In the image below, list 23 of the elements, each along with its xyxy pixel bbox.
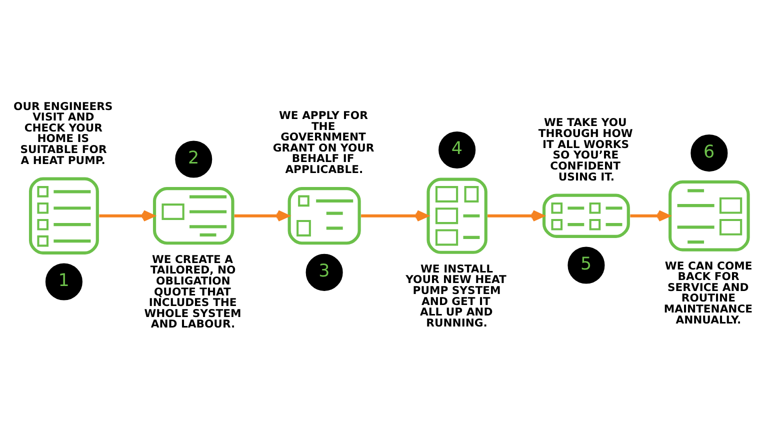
node-label: WE CAN COME BACK FOR SERVICE AND ROUTINE MAINTENANCE ANNUALLY. [664,258,753,326]
node-label: WE TAKE YOU THROUGH HOW IT ALL WORKS SO YOU’RE CONFIDENT USING IT. [538,116,633,183]
node-label: WE APPLY FOR THE GOVERNMENT GRANT ON YOUR BEHALF IF APPLICABLE. [272,108,374,176]
node-circle: 5 [568,246,605,284]
node-circle: 6 [690,134,728,172]
node-picture [152,186,234,244]
node-circle: 4 [438,130,476,168]
arrow [488,210,544,222]
node-circle: 1 [45,262,82,300]
node-picture [542,193,630,238]
node-picture [668,180,750,251]
node-circle: 2 [175,140,212,178]
arrow [99,210,154,222]
arrow [234,210,290,222]
node-picture [288,186,361,244]
node-label: WE INSTALL YOUR NEW HEAT PUMP SYSTEM AND GET IT ALL UP AND RUNNING. [406,262,506,329]
node-circle: 3 [306,253,343,290]
arrow [630,210,670,222]
node-picture [426,177,488,254]
node-picture [28,176,99,254]
node-label: OUR ENGINEERS VISIT AND CHECK YOUR HOME IS SUITABLE FOR A HEAT PUMP. [14,99,113,166]
arrow [361,210,428,222]
node-label: WE CREATE A TAILORED, NO OBLIGATION QUOTE THAT INCLUDES THE WHOLE SYSTEM AND LABOUR. [144,252,242,330]
